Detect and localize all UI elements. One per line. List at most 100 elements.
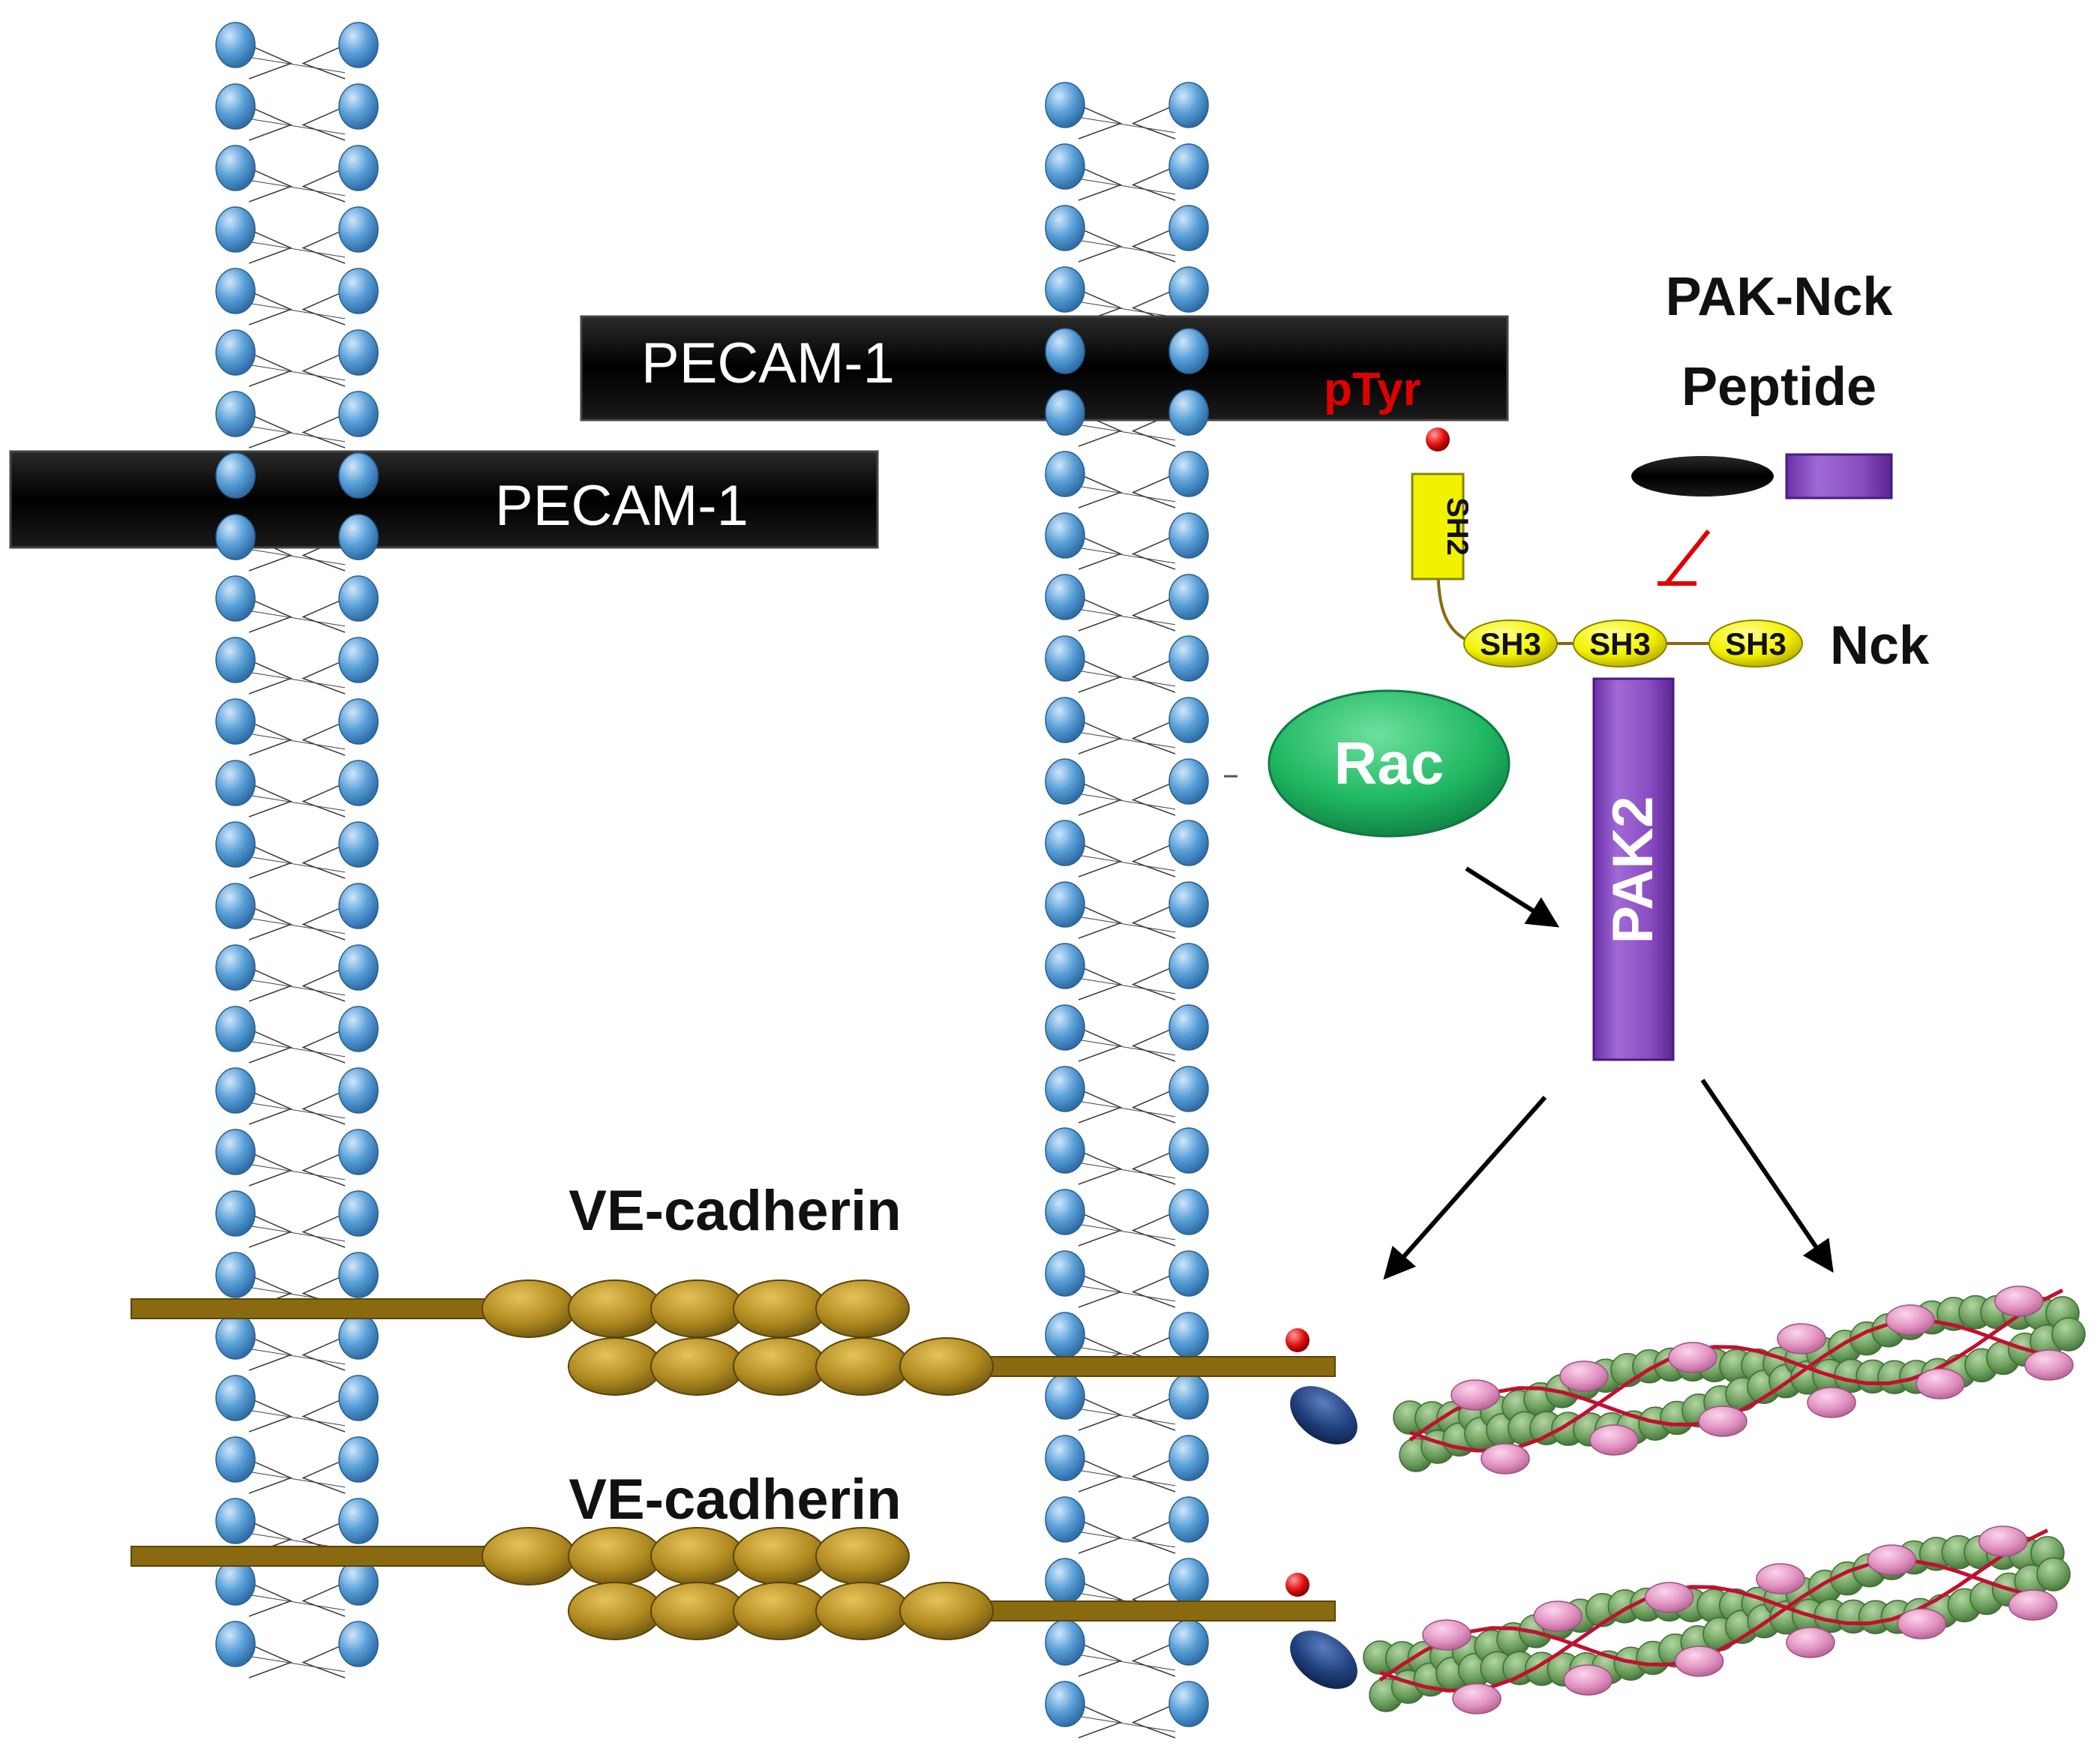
- lipid-head: [1045, 574, 1085, 620]
- phospho-tyrosine-dot: [1426, 428, 1450, 452]
- cadherin-domain: [815, 1527, 910, 1586]
- lipid-head: [1045, 328, 1085, 374]
- actin-binding-protein: [1559, 1360, 1609, 1392]
- lipid-head: [338, 1006, 379, 1052]
- catenin: [1290, 1630, 1358, 1689]
- lipid-head: [1045, 943, 1085, 989]
- lipid-head: [1045, 82, 1085, 128]
- actin-binding-protein: [1994, 1286, 2044, 1317]
- actin-binding-protein: [1786, 1627, 1835, 1658]
- ve-cadherin-label-top: VE-cadherin: [568, 1179, 901, 1243]
- pak2-protein: PAK2: [1592, 677, 1675, 1061]
- lipid-head: [338, 1498, 379, 1544]
- lipid-head: [1168, 1619, 1209, 1666]
- actin-filament: [1363, 1526, 2071, 1714]
- lipid-head: [1168, 82, 1209, 128]
- pecam-bar-top: [580, 315, 1509, 422]
- ve-cadherin-tail-left: [130, 1298, 507, 1319]
- actin-binding-protein: [1916, 1368, 1965, 1400]
- actin-binding-protein: [1698, 1406, 1748, 1437]
- lipid-head: [215, 575, 256, 622]
- actin-binding-protein: [2008, 1589, 2058, 1621]
- lipid-head: [1045, 635, 1085, 682]
- lipid-head: [215, 514, 256, 560]
- lipid-head: [338, 1621, 379, 1667]
- ve-cadherin-complexes: [130, 1280, 1358, 1689]
- lipid-head: [1168, 389, 1209, 436]
- lipid-head: [338, 268, 379, 314]
- peptide-label-line2: Peptide: [1682, 357, 1876, 417]
- inhibition-symbol: [1658, 530, 1711, 586]
- pecam-label-left: PECAM-1: [495, 474, 748, 538]
- lipid-head: [215, 268, 256, 314]
- lipid-head: [1045, 266, 1085, 313]
- lipid-head: [1045, 758, 1085, 805]
- cadherin-domain: [568, 1280, 662, 1338]
- lipid-head: [215, 1313, 256, 1360]
- lipid-head: [215, 883, 256, 929]
- phospho-dot: [1286, 1573, 1310, 1597]
- lipid-head: [1045, 1004, 1085, 1051]
- cadherin-domain: [650, 1280, 745, 1338]
- actin-binding-protein: [1589, 1424, 1639, 1456]
- lipid-head: [1045, 1681, 1085, 1727]
- lipid-head: [1168, 574, 1209, 620]
- lipid-head: [1045, 143, 1085, 190]
- cadherin-domain: [482, 1527, 576, 1586]
- lipid-head: [1168, 820, 1209, 866]
- pak2-label: PAK2: [1601, 796, 1665, 944]
- lipid-head: [1168, 1004, 1209, 1051]
- lipid-head: [215, 452, 256, 499]
- actin-filament: [1393, 1286, 2086, 1474]
- lipid-head: [1045, 1435, 1085, 1481]
- cadherin-domain: [899, 1337, 994, 1396]
- lipid-head: [215, 1621, 256, 1667]
- lipid-head: [338, 145, 379, 191]
- lipid-head: [1168, 1189, 1209, 1235]
- lipid-head: [1045, 1373, 1085, 1420]
- actin-binding-protein: [2024, 1349, 2074, 1381]
- cadherin-domain: [733, 1280, 827, 1338]
- sh3-domain-1: [1463, 620, 1558, 668]
- lipid-head: [215, 206, 256, 253]
- cadherin-domain: [650, 1527, 745, 1586]
- lipid-head: [338, 944, 379, 991]
- actin-binding-protein: [1674, 1646, 1724, 1677]
- lipid-head: [215, 760, 256, 806]
- lipid-head: [215, 821, 256, 868]
- lipid-head: [215, 1252, 256, 1298]
- lipid-head: [338, 1313, 379, 1360]
- lipid-head: [215, 1436, 256, 1483]
- lipid-head: [1045, 881, 1085, 928]
- arrow-pak2-to-cadherin: [1383, 1096, 1547, 1280]
- lipid-head: [1168, 205, 1209, 251]
- catenin: [1290, 1386, 1358, 1444]
- lipid-head: [215, 698, 256, 745]
- ve-cadherin-tail-right: [959, 1356, 1336, 1377]
- cadherin-domain: [815, 1280, 910, 1338]
- lipid-head: [1168, 758, 1209, 805]
- pecam-bar-left: [9, 450, 879, 549]
- actin-binding-protein: [1563, 1664, 1613, 1696]
- actin-binding-protein: [1777, 1323, 1826, 1354]
- cadherin-domain: [733, 1527, 827, 1586]
- pecam-label-top: PECAM-1: [641, 332, 895, 395]
- actin-binding-protein: [1452, 1683, 1502, 1714]
- lipid-head: [215, 329, 256, 376]
- peptide-purple-box: [1785, 453, 1893, 500]
- cadherin-domain: [733, 1337, 827, 1396]
- ve-cadherin-tail-left: [130, 1546, 507, 1567]
- sh2-domain: [1411, 472, 1465, 580]
- lipid-head: [338, 83, 379, 130]
- lipid-head: [1045, 820, 1085, 866]
- lipid-head: [1168, 1558, 1209, 1604]
- rac-protein: [1268, 689, 1510, 838]
- lipid-head: [338, 206, 379, 253]
- cadherin-domain: [733, 1582, 827, 1640]
- cadherin-domain: [482, 1280, 576, 1338]
- lipid-head: [215, 637, 256, 683]
- actin-binding-protein: [1422, 1619, 1472, 1651]
- lipid-head: [338, 1067, 379, 1114]
- nck-label: Nck: [1830, 616, 1930, 676]
- lipid-head: [1045, 205, 1085, 251]
